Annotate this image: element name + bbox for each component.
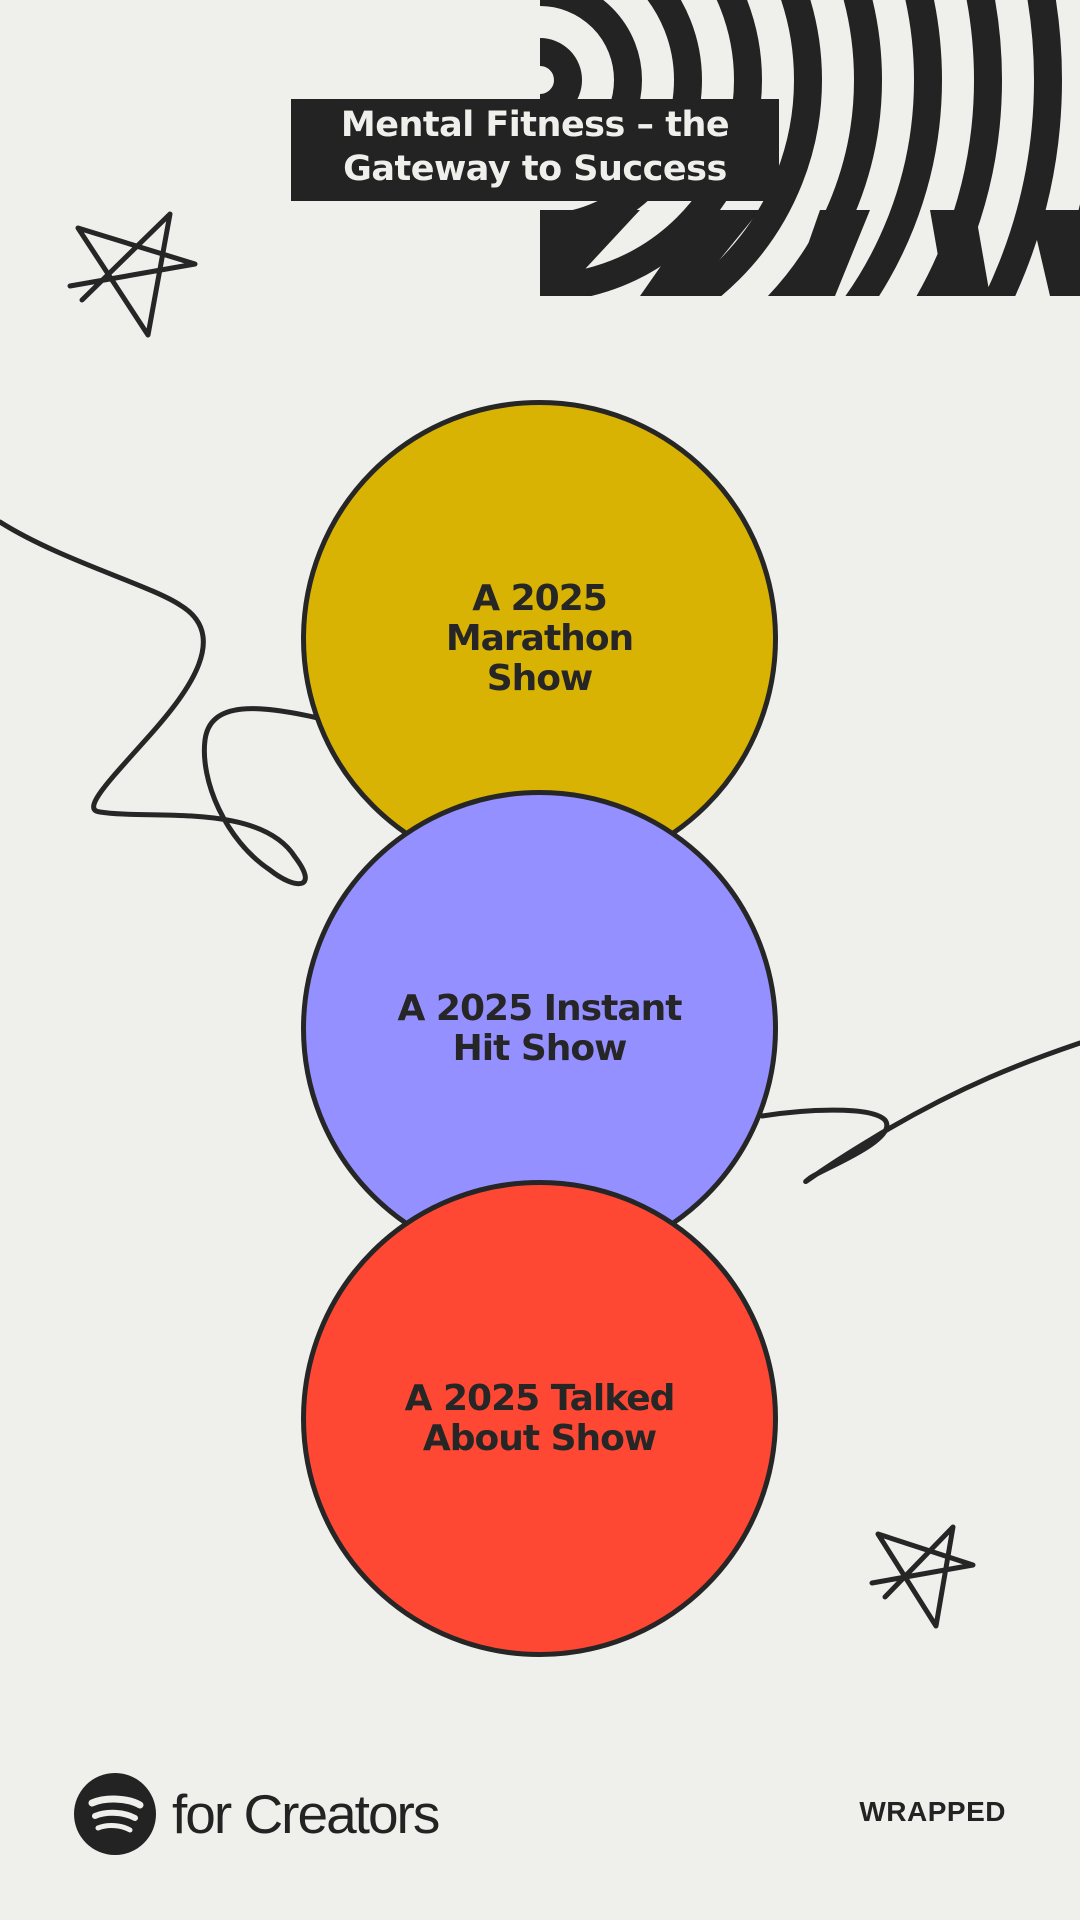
title-line-2: Gateway to Success	[343, 149, 727, 189]
brand-text: for Creators	[172, 1783, 440, 1845]
squiggle-line	[0, 519, 321, 887]
squiggle-line	[759, 1040, 1080, 1185]
badge-talked-about-show: A 2025 Talked About Show	[301, 1180, 778, 1657]
badge-label: A 2025 Marathon Show	[445, 577, 634, 699]
badge-label: A 2025 Instant Hit Show	[397, 987, 683, 1069]
badge-label: A 2025 Talked About Show	[404, 1377, 676, 1459]
star-doodle-icon	[869, 1524, 976, 1629]
star-doodle-icon	[67, 211, 198, 338]
wrapped-label: WRAPPED	[859, 1796, 1006, 1827]
brand-lockup: for Creators	[74, 1773, 440, 1855]
title-block: Mental Fitness – the Gateway to Success	[291, 99, 779, 201]
title-line-1: Mental Fitness – the	[340, 105, 730, 145]
spotify-logo-icon	[74, 1773, 156, 1855]
